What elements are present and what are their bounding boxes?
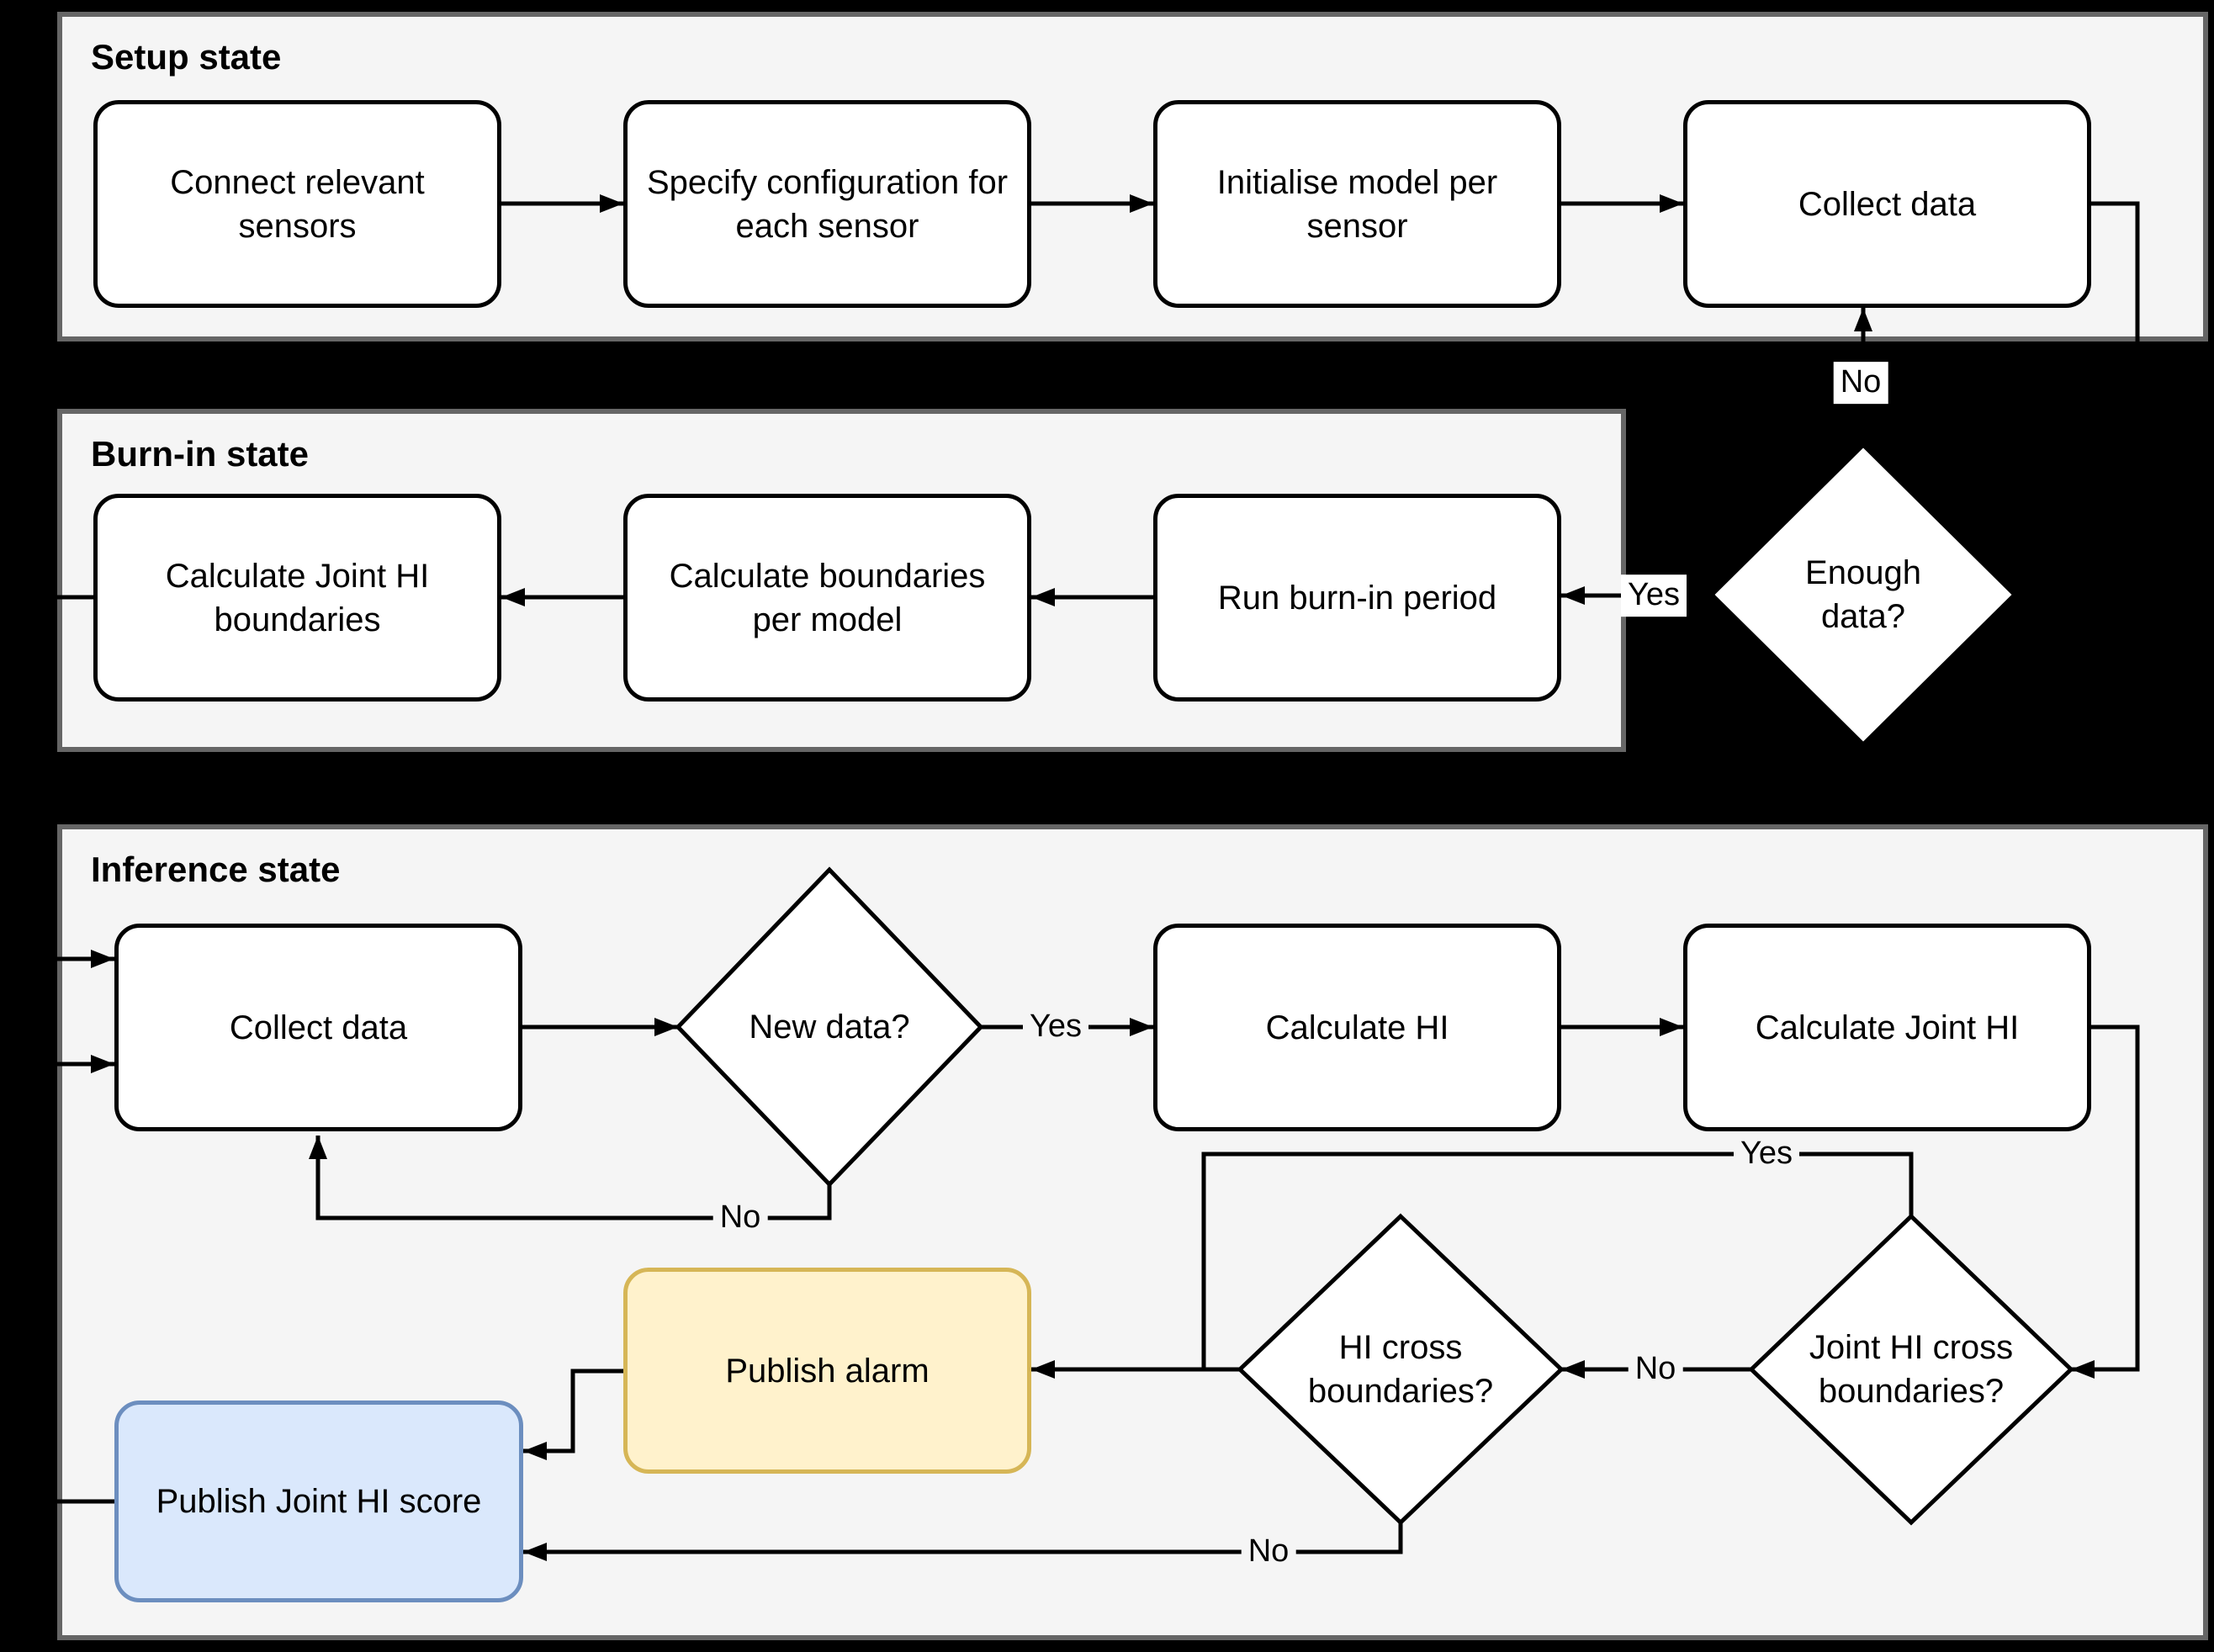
edge-joint-cross-yes-to-alarm	[1201, 1152, 1914, 1369]
edge-label-new-data-yes: Yes	[1023, 1006, 1088, 1048]
node-calc-boundaries-per-model: Calculate boundaries per model	[623, 494, 1031, 702]
node-connect-sensors: Connect relevant sensors	[93, 100, 501, 308]
decision-hi-cross-shape	[1237, 1213, 1565, 1526]
edge-calc-joint-to-joint-cross	[2071, 1025, 2140, 1379]
node-specify-config: Specify configuration for each sensor	[623, 100, 1031, 308]
edge-collect-to-enough-data	[2015, 201, 2140, 604]
decision-joint-cross-shape	[1748, 1213, 2074, 1526]
node-run-burn-in: Run burn-in period	[1153, 494, 1561, 702]
edge-label-joint-cross-no: No	[1628, 1348, 1683, 1390]
edge-alarm-to-score	[523, 1369, 623, 1460]
node-publish-alarm: Publish alarm	[623, 1268, 1031, 1474]
node-calc-hi: Calculate HI	[1153, 924, 1561, 1131]
edge-label-enough-yes: Yes	[1621, 574, 1687, 617]
edge-label-new-data-no: No	[712, 1197, 768, 1239]
node-inference-collect-data: Collect data	[114, 924, 522, 1131]
state-title-burn-in: Burn-in state	[91, 434, 310, 474]
state-title-inference: Inference state	[91, 850, 341, 889]
node-calc-joint-hi-boundaries: Calculate Joint HI boundaries	[93, 494, 501, 702]
edge-label-enough-no: No	[1833, 362, 1888, 404]
node-publish-joint-hi-score: Publish Joint HI score	[114, 1400, 523, 1602]
edge-new-data-no-loop	[309, 1136, 832, 1220]
node-init-model: Initialise model per sensor	[1153, 100, 1561, 308]
edge-hi-cross-no-to-score	[523, 1522, 1403, 1561]
edge-label-hi-cross-no: No	[1241, 1531, 1296, 1573]
edge-label-joint-cross-yes: Yes	[1734, 1133, 1799, 1175]
decision-enough-data-shape	[1708, 442, 2018, 748]
node-calc-joint-hi: Calculate Joint HI	[1683, 924, 2091, 1131]
state-title-setup: Setup state	[91, 37, 282, 77]
node-setup-collect-data: Collect data	[1683, 100, 2091, 308]
decision-new-data-shape	[675, 866, 984, 1188]
